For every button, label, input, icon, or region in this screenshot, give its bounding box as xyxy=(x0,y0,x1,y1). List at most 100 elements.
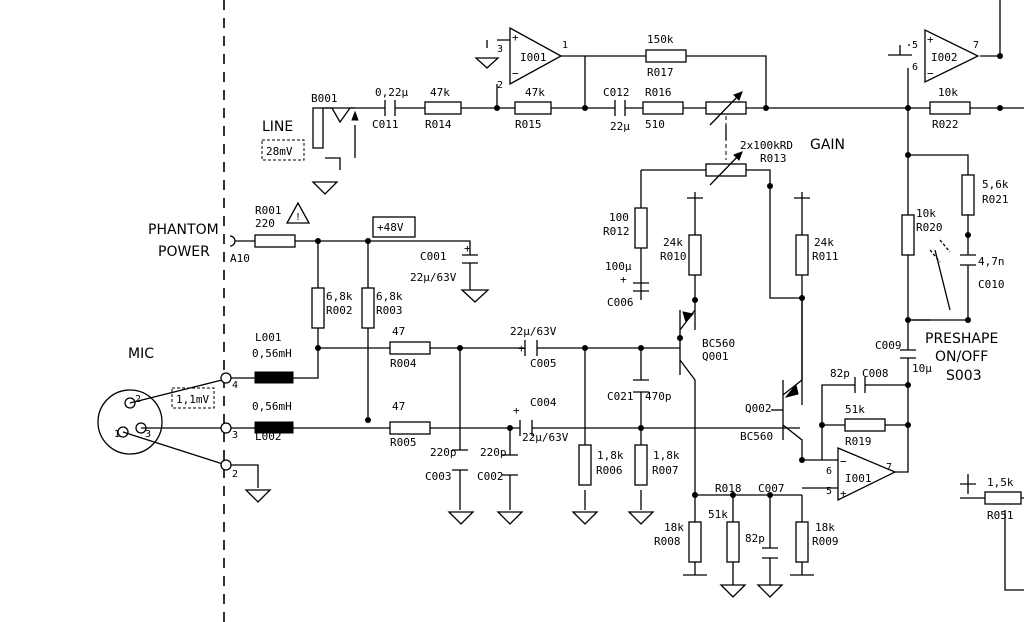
l002-name: L002 xyxy=(255,430,282,443)
r016-value: 510 xyxy=(645,118,665,131)
inductor-l002: 0,56mH L002 xyxy=(252,400,294,443)
r012-name: R012 xyxy=(603,225,630,238)
c007-value: 82p xyxy=(745,532,765,545)
r015-value: 47k xyxy=(525,86,545,99)
r004-value: 47 xyxy=(392,325,405,338)
resistor-r014: 47k R014 xyxy=(424,86,462,131)
xlr-pin-3: 3 xyxy=(145,429,151,440)
q002-type: BC560 xyxy=(740,430,773,443)
i001-name: I001 xyxy=(520,51,547,64)
pin-3: 3 xyxy=(497,44,503,55)
r011-value: 24k xyxy=(814,236,834,249)
capacitor-c010: 4,7n C010 xyxy=(960,254,1005,291)
r013-name: R013 xyxy=(760,152,787,165)
gain-pot: 2x100kRD R013 GAIN xyxy=(705,91,845,186)
resistor-r017: 150k R017 xyxy=(645,33,687,79)
opamp-plus: + xyxy=(927,33,934,46)
capacitor-c004: + C004 22µ/63V xyxy=(513,396,569,444)
preshape-label: PRESHAPE xyxy=(925,331,998,347)
r014-value: 47k xyxy=(430,86,450,99)
line-label: LINE xyxy=(262,119,293,135)
r006-value: 1,8k xyxy=(597,449,624,462)
r001-name: R001 xyxy=(255,204,282,217)
l001-value: 0,56mH xyxy=(252,347,292,360)
c001-name: C001 xyxy=(420,250,447,263)
opamp-i002: + − I002 5 6 7 xyxy=(912,28,980,84)
q001-name: Q001 xyxy=(702,350,729,363)
opamp-i001-bottom: − + I001 6 5 7 xyxy=(826,447,897,502)
capacitor-c009: C009 10µ xyxy=(875,339,932,375)
resistor-r022: 10k R022 xyxy=(929,86,971,131)
c021-name: C021 xyxy=(607,390,634,403)
power-label: POWER xyxy=(158,244,210,260)
r017-name: R017 xyxy=(647,66,674,79)
transistor-q002: Q002 BC560 xyxy=(740,383,799,443)
supply-symbols xyxy=(687,192,976,494)
r020-value: 10k xyxy=(916,207,936,220)
r001-value: 220 xyxy=(255,217,275,230)
resistor-r007: 1,8k R007 xyxy=(634,444,680,486)
r010-name: R010 xyxy=(660,250,687,263)
c006-plus: + xyxy=(620,273,627,286)
r022-name: R022 xyxy=(932,118,959,131)
r004-name: R004 xyxy=(390,357,417,370)
c004-plus: + xyxy=(513,404,520,417)
resistor-r021: 5,6k R021 xyxy=(961,174,1009,216)
ground-symbols xyxy=(244,54,912,598)
resistor-r012: 100 R012 xyxy=(603,207,648,249)
l002-value: 0,56mH xyxy=(252,400,292,413)
junction-dots xyxy=(315,53,1003,498)
r003-name: R003 xyxy=(376,304,403,317)
mic-connector: 2 1 3 MIC 1,1mV xyxy=(97,346,231,466)
capacitor-c021: C021 470p xyxy=(607,379,672,403)
resistor-r003: 6,8k R003 xyxy=(361,287,403,329)
c008-value: 82p xyxy=(830,367,850,380)
pin-2: 2 xyxy=(232,469,238,480)
mic-label: MIC xyxy=(128,346,154,362)
phantom-power: PHANTOM POWER A10 ! +48V xyxy=(148,201,416,265)
plus48-label: +48V xyxy=(377,221,404,234)
capacitor-c008: 82p C008 xyxy=(830,367,889,393)
r002-value: 6,8k xyxy=(326,290,353,303)
resistor-r001: R001 220 xyxy=(254,204,296,248)
r005-name: R005 xyxy=(390,436,417,449)
c006-name: C006 xyxy=(607,296,634,309)
r020-name: R020 xyxy=(916,221,943,234)
transistor-q001: BC560 Q001 xyxy=(677,311,735,363)
resistor-r016: R016 510 xyxy=(642,86,684,131)
capacitor-c012: C012 22µ xyxy=(603,86,630,133)
capacitor-c001: + C001 22µ/63V xyxy=(410,242,478,290)
capacitor-c002: 220p C002 xyxy=(477,446,518,483)
c001-plus: + xyxy=(464,242,471,255)
c004-value: 22µ/63V xyxy=(522,431,569,444)
pin-1: 1 xyxy=(562,40,568,51)
capacitor-c003: 220p C003 xyxy=(425,446,468,483)
resistor-r005: 47 R005 xyxy=(389,400,431,449)
pin-5: 5 xyxy=(826,486,832,497)
pin-3: 3 xyxy=(232,430,238,441)
resistor-r015: 47k R015 xyxy=(514,86,552,131)
r015-name: R015 xyxy=(515,118,542,131)
inductor-l001: L001 0,56mH xyxy=(252,331,294,384)
capacitor-c007: C007 82p xyxy=(745,482,785,559)
r012-value: 100 xyxy=(609,211,629,224)
pin-7: 7 xyxy=(973,40,979,51)
resistor-r019: 51k R019 xyxy=(844,403,886,448)
r002-name: R002 xyxy=(326,304,353,317)
r006-name: R006 xyxy=(596,464,623,477)
r014-name: R014 xyxy=(425,118,452,131)
r009-name: R009 xyxy=(812,535,839,548)
xlr-pin-1: 1 xyxy=(114,429,120,440)
i001-name: I001 xyxy=(845,472,872,485)
pin-4: 4 xyxy=(232,380,238,391)
line-input-jack: B001 LINE 28mV xyxy=(261,92,359,161)
c011-value: 0,22µ xyxy=(375,86,408,99)
pin-2: 2 xyxy=(497,80,503,91)
c003-name: C003 xyxy=(425,470,452,483)
r008-value: 18k xyxy=(664,521,684,534)
r005-value: 47 xyxy=(392,400,405,413)
gain-label: GAIN xyxy=(810,137,845,153)
resistor-r002: 6,8k R002 xyxy=(311,287,353,329)
s003-label: S003 xyxy=(946,368,982,384)
r007-name: R007 xyxy=(652,464,679,477)
